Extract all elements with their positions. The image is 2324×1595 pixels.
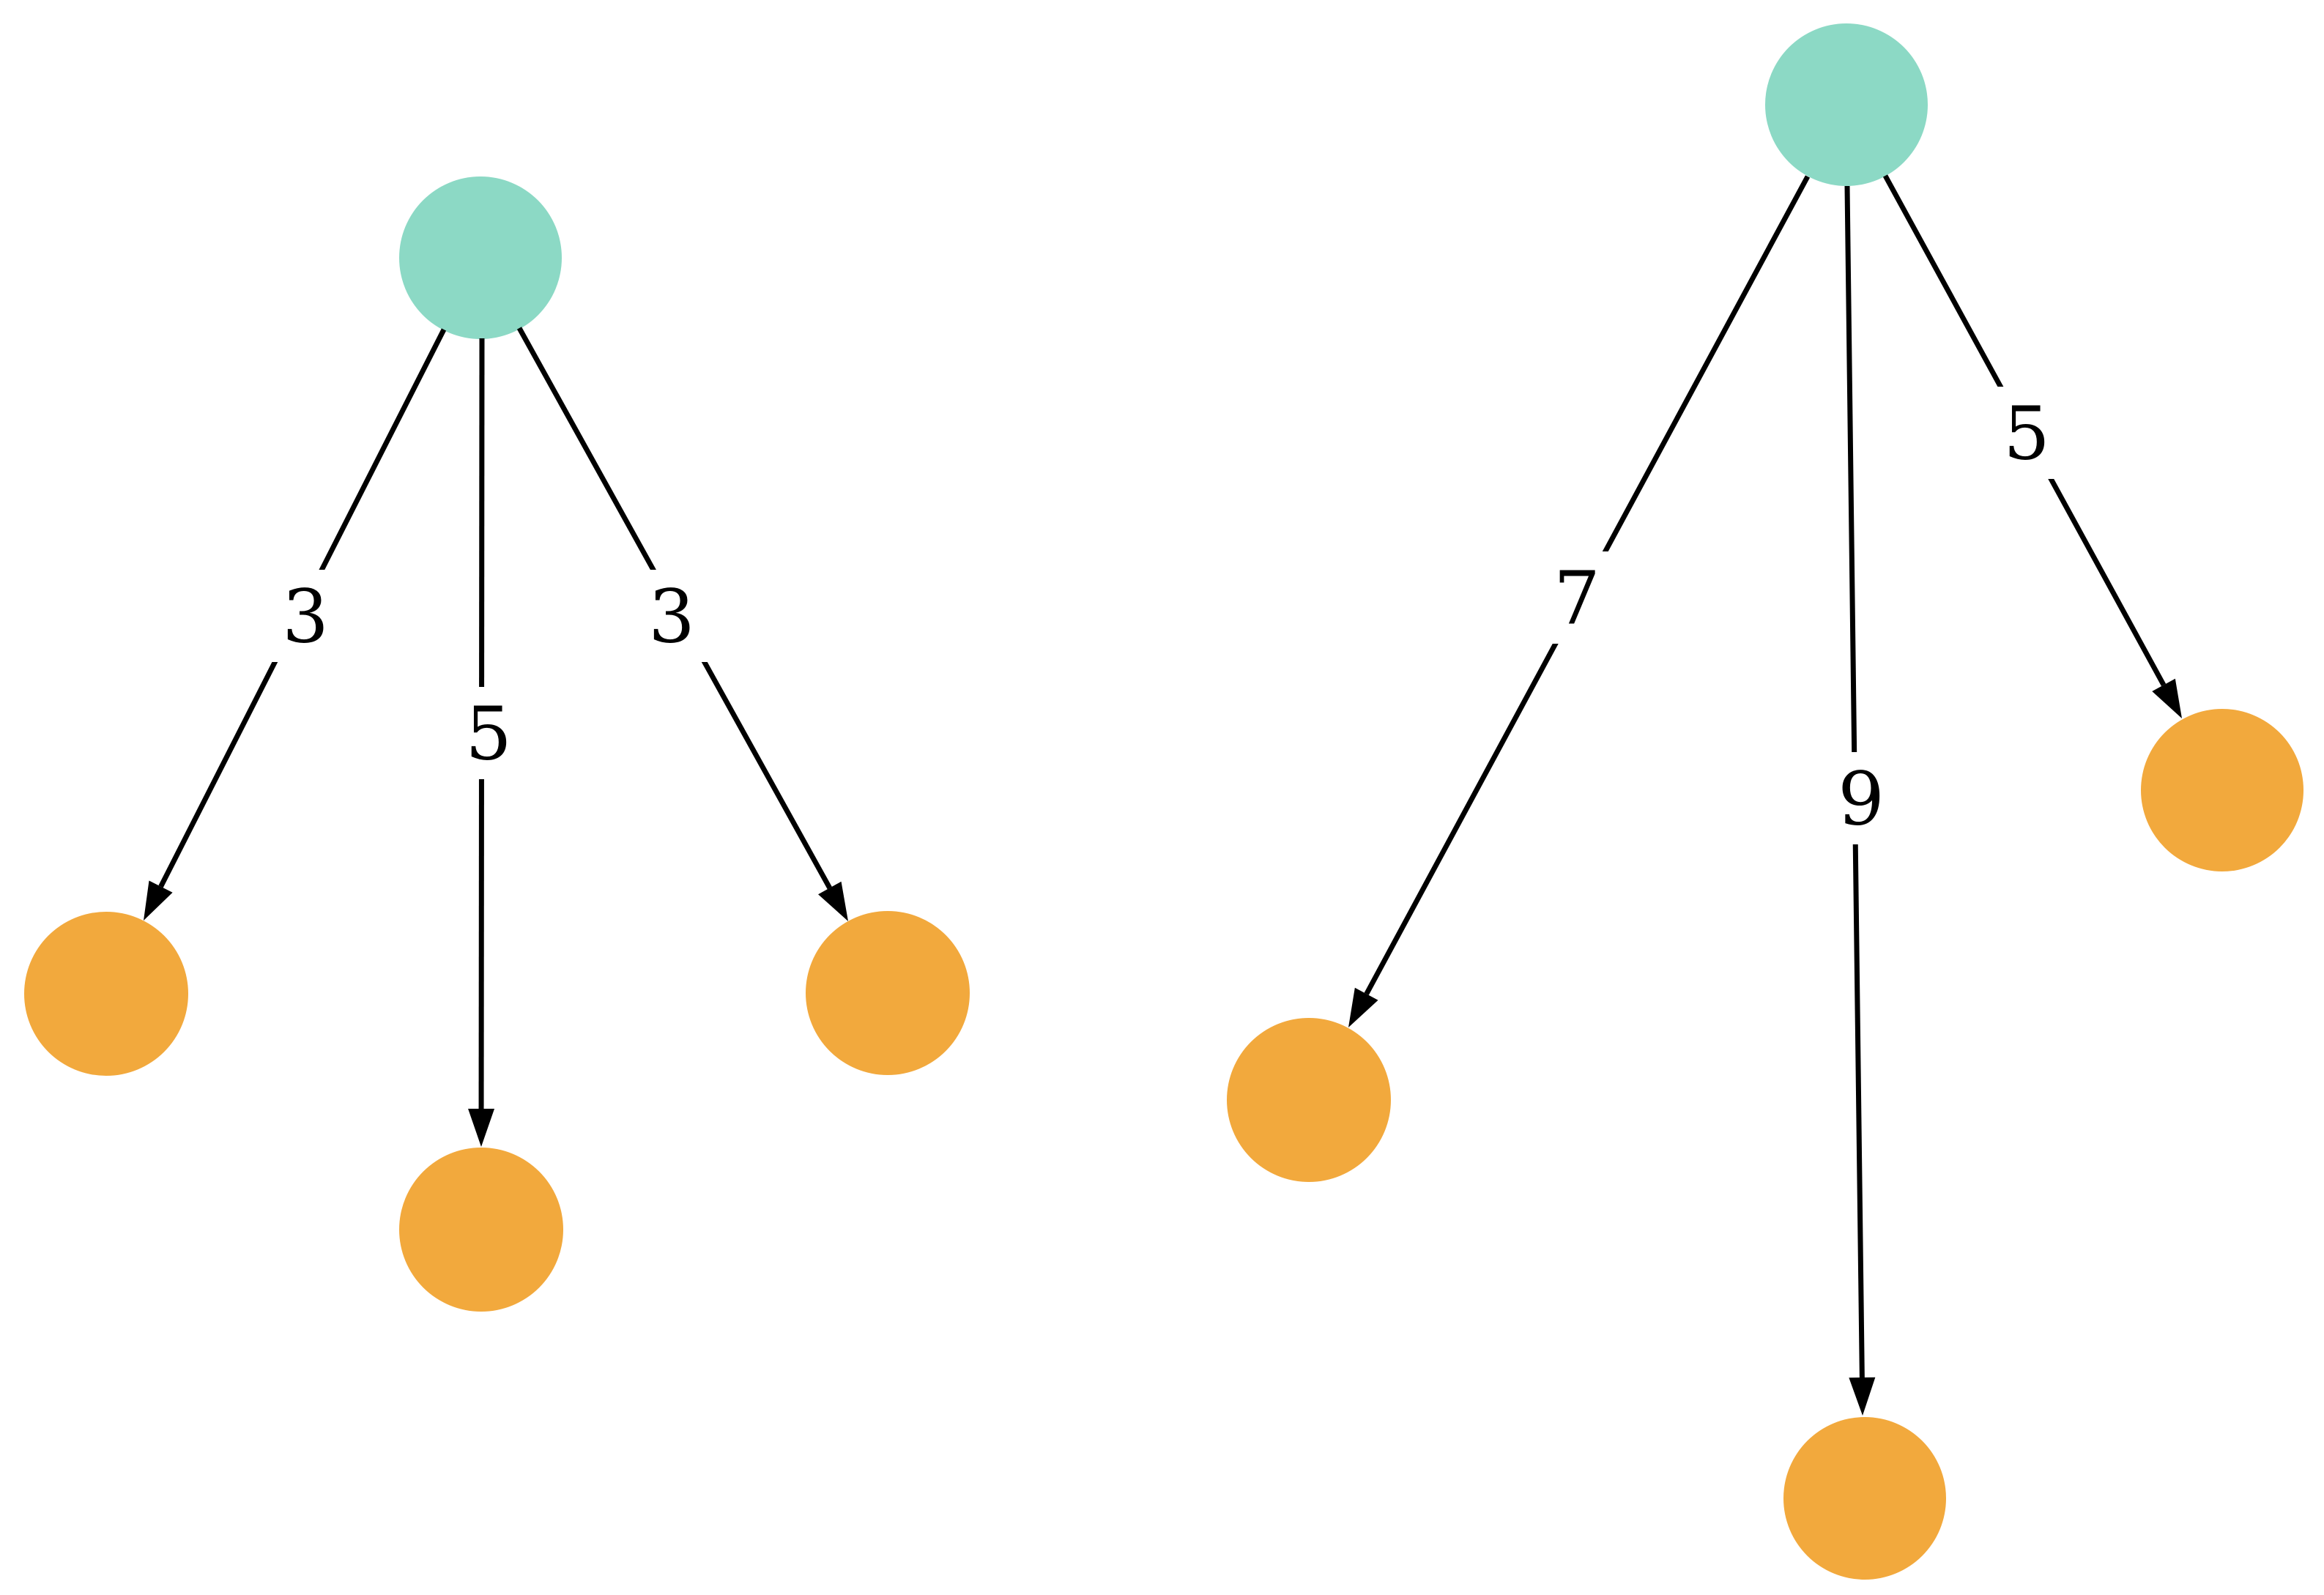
child-node-t1-child-left — [24, 912, 188, 1076]
right-tree: 7 9 5 — [1227, 23, 2303, 1580]
child-node-t2-child-left — [1227, 1018, 1391, 1182]
child-node-t2-child-right — [2141, 709, 2303, 871]
edge-arrowhead-t2-root-to-t2-child-right — [2152, 678, 2182, 718]
edge-label-background — [1823, 752, 1899, 844]
child-node-t1-child-right — [806, 911, 970, 1075]
edge-label-background — [634, 570, 710, 662]
edge-weight-label: 5 — [2003, 391, 2050, 477]
edge-label-background — [1989, 387, 2065, 479]
edge-label-background — [450, 687, 527, 779]
edge-arrowhead-t2-root-to-t2-child-left — [1348, 987, 1378, 1027]
parent-node-t2-root — [1765, 23, 1928, 186]
edge-arrowhead-t1-root-to-t1-child-right — [818, 881, 848, 921]
edge-weight-label: 3 — [282, 574, 329, 660]
edge-weight-label: 7 — [1553, 556, 1600, 642]
edge-weight-label: 3 — [648, 574, 695, 660]
child-node-t1-child-middle — [399, 1148, 563, 1312]
edge-arrowhead-t1-root-to-t1-child-middle — [468, 1108, 495, 1147]
edge-label-background — [1539, 551, 1615, 644]
edge-weight-label: 5 — [465, 691, 512, 777]
edge-weight-label: 9 — [1838, 756, 1885, 842]
parent-node-t1-root — [399, 176, 562, 339]
edge-label-background — [267, 570, 344, 662]
left-tree: 3 5 3 — [24, 176, 970, 1312]
edge-arrowhead-t1-root-to-t1-child-left — [144, 880, 173, 921]
child-node-t2-child-middle — [1783, 1417, 1946, 1580]
edge-arrowhead-t2-root-to-t2-child-middle — [1849, 1377, 1876, 1416]
